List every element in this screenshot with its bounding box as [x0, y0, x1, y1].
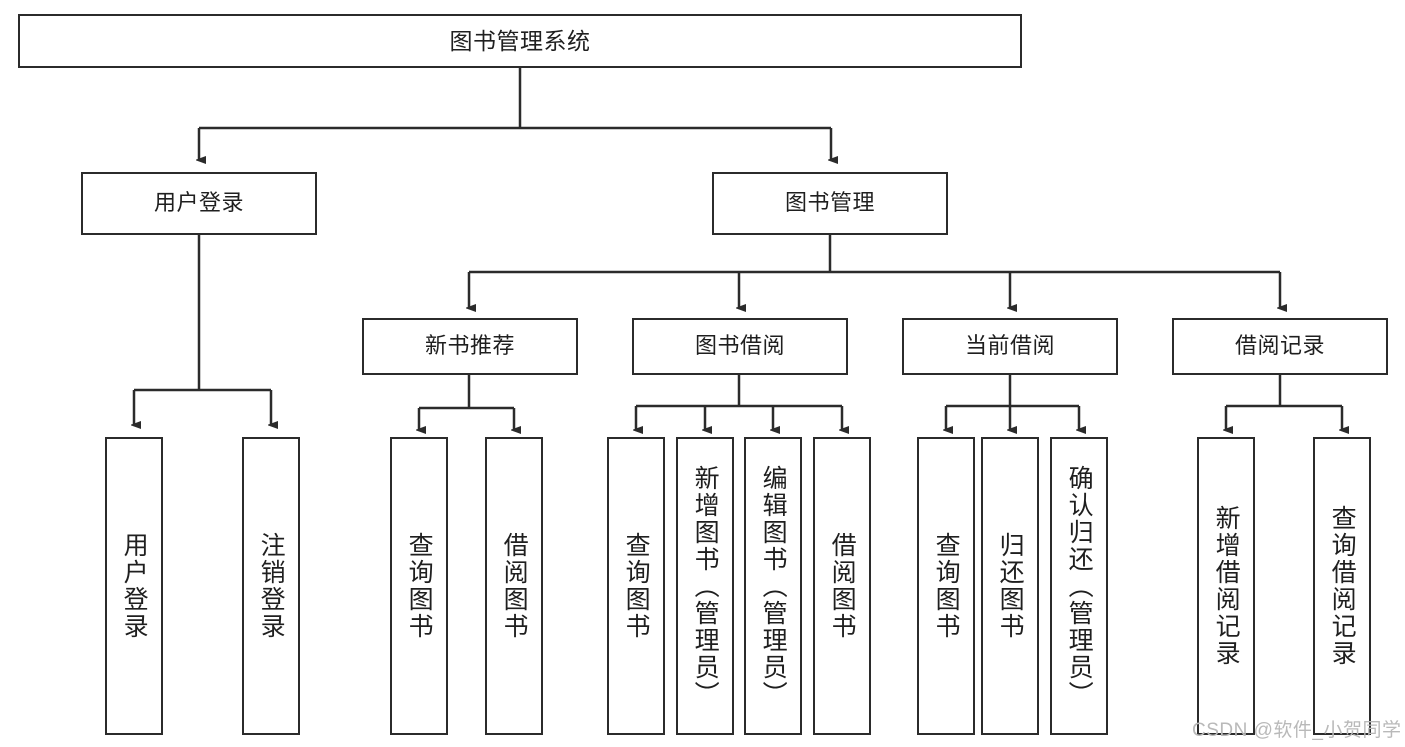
node-new-book-recommend[interactable]: 新书推荐: [362, 318, 578, 375]
node-label: 查询图书: [622, 532, 651, 640]
node-label: 编辑图书（管理员）: [759, 464, 788, 708]
node-label: 图书管理系统: [449, 27, 591, 54]
node-label: 新增借阅记录: [1212, 505, 1241, 667]
node-user-login[interactable]: 用户登录: [81, 172, 317, 235]
node-label: 查询图书: [932, 532, 961, 640]
node-label: 借阅图书: [828, 532, 857, 640]
node-label: 借阅图书: [500, 532, 529, 640]
leaf-borrow-query-book[interactable]: 查询图书: [607, 437, 665, 735]
node-root-system[interactable]: 图书管理系统: [18, 14, 1022, 68]
node-label: 注销登录: [257, 532, 286, 640]
leaf-user-login-login[interactable]: 用户登录: [105, 437, 163, 735]
node-label: 图书借阅: [694, 333, 785, 359]
node-label: 新书推荐: [424, 333, 515, 359]
node-borrow-record[interactable]: 借阅记录: [1172, 318, 1388, 375]
node-book-borrow[interactable]: 图书借阅: [632, 318, 848, 375]
leaf-record-add-record[interactable]: 新增借阅记录: [1197, 437, 1255, 735]
node-label: 用户登录: [153, 190, 244, 216]
leaf-recommend-query-book[interactable]: 查询图书: [390, 437, 448, 735]
node-label: 查询图书: [405, 532, 434, 640]
node-label: 确认归还（管理员）: [1065, 464, 1094, 708]
node-book-management[interactable]: 图书管理: [712, 172, 948, 235]
node-label: 新增图书（管理员）: [691, 464, 720, 708]
leaf-borrow-edit-book-admin[interactable]: 编辑图书（管理员）: [744, 437, 802, 735]
node-current-borrow[interactable]: 当前借阅: [902, 318, 1118, 375]
node-label: 查询借阅记录: [1328, 505, 1357, 667]
node-label: 归还图书: [996, 532, 1025, 640]
node-label: 当前借阅: [964, 333, 1055, 359]
leaf-recommend-borrow-book[interactable]: 借阅图书: [485, 437, 543, 735]
leaf-user-login-logout[interactable]: 注销登录: [242, 437, 300, 735]
leaf-current-return-book[interactable]: 归还图书: [981, 437, 1039, 735]
node-label: 图书管理: [784, 190, 875, 216]
node-label: 用户登录: [120, 532, 149, 640]
leaf-current-query-book[interactable]: 查询图书: [917, 437, 975, 735]
watermark-text: CSDN @软件_小贺同学: [1192, 720, 1402, 741]
node-label: 借阅记录: [1234, 333, 1325, 359]
leaf-current-confirm-return-admin[interactable]: 确认归还（管理员）: [1050, 437, 1108, 735]
leaf-borrow-add-book-admin[interactable]: 新增图书（管理员）: [676, 437, 734, 735]
leaf-record-query-record[interactable]: 查询借阅记录: [1313, 437, 1371, 735]
leaf-borrow-borrow-book[interactable]: 借阅图书: [813, 437, 871, 735]
